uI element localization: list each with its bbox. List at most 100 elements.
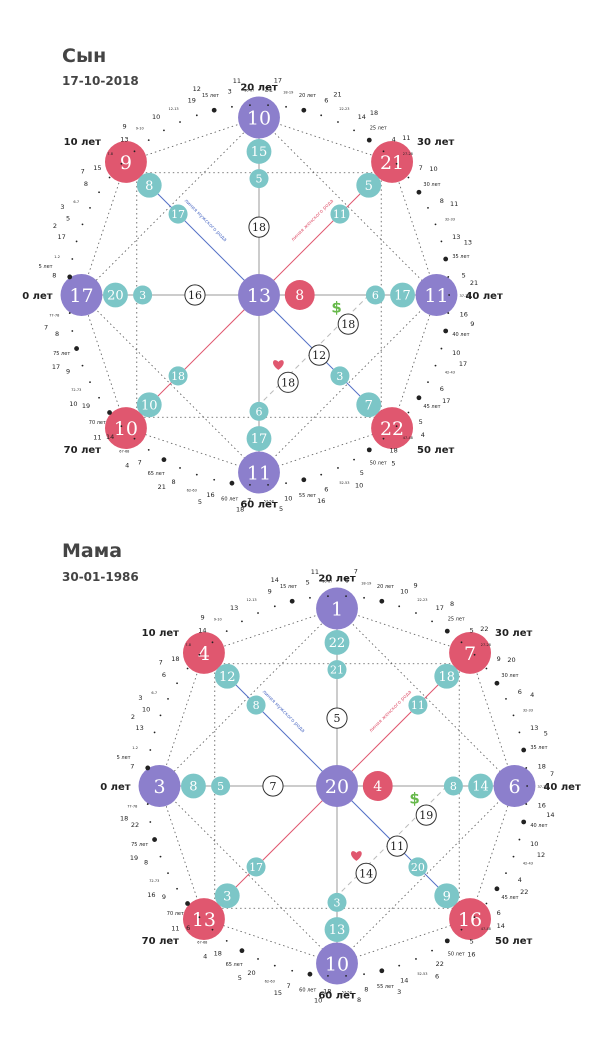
- ring-tick: [159, 855, 162, 858]
- age-label-0: 0 лет: [22, 291, 53, 302]
- ring-age-dot: [107, 410, 112, 415]
- ring-value: 1-2: [132, 746, 138, 750]
- ring-age-dot: [239, 948, 245, 954]
- inner2-tr-circle-label: 11: [411, 699, 425, 712]
- ring-value: 7: [247, 496, 251, 504]
- age-label-40: 40 лет: [543, 782, 581, 793]
- ring-value-2: 13: [464, 239, 472, 247]
- love-money-line: [258, 294, 370, 406]
- ring-value: 77-78: [127, 805, 137, 809]
- cross-circle-label: 11: [390, 840, 404, 853]
- inner1-tl-circle: [136, 172, 162, 198]
- ring-value-2: 7: [550, 770, 554, 778]
- outer-tr-circle-label: 7: [464, 643, 476, 665]
- ring-tick: [68, 312, 71, 314]
- inner1-br-circle: [356, 392, 382, 418]
- center-circle: [316, 765, 358, 807]
- ring-tick: [211, 928, 214, 931]
- ring-value: 5: [306, 578, 310, 586]
- ring-value: 67-68: [119, 449, 129, 453]
- ring-tick: [176, 682, 178, 685]
- ring-tick: [273, 605, 276, 608]
- inner1-top-circle: [324, 630, 350, 655]
- outer-bl-circle-label: 10: [114, 418, 138, 440]
- ring-tick: [267, 104, 269, 106]
- ring-tick: [512, 714, 515, 717]
- ring-value: 62-63: [265, 979, 275, 983]
- inner2-br-circle: [330, 366, 350, 386]
- ring-value: 12-13: [246, 598, 256, 602]
- inner2-left-circle-label: 3: [139, 289, 146, 302]
- ring-value-2: 14: [546, 811, 554, 819]
- ring-value: 7: [138, 459, 142, 467]
- ring-value: 15: [93, 164, 101, 172]
- ring-tick: [398, 605, 401, 608]
- outer-left-circle-label: 3: [153, 776, 165, 798]
- outer-tl-circle-label: 4: [198, 643, 210, 665]
- ring-value-2: 10: [355, 482, 363, 490]
- ring-value: 62-63: [187, 488, 197, 492]
- ring-age-dot: [152, 837, 157, 842]
- ring-age-dot: [521, 747, 527, 753]
- outer-tl-circle: [104, 140, 147, 183]
- inner1-bl-circle: [136, 392, 162, 418]
- heart-value-circle-label: 14: [359, 867, 373, 880]
- outer-br-circle-label: 16: [458, 909, 482, 931]
- ring-value: 13: [230, 604, 238, 612]
- inner1-top-circle-label: 22: [329, 636, 346, 651]
- ring-value: 8: [144, 858, 148, 866]
- inner2-bl-circle: [246, 857, 266, 877]
- ring-value: 17: [436, 604, 444, 612]
- ring-tick: [440, 347, 443, 350]
- inner1-right-circle-label: 14: [472, 780, 489, 795]
- age-label-10: 10 лет: [142, 628, 180, 639]
- ring-value: 22-23: [339, 107, 349, 111]
- ring-value: 16: [206, 491, 214, 499]
- ring-age-dot: [74, 346, 79, 351]
- cross-circle: [386, 835, 408, 857]
- ring-value-2: 5: [391, 459, 395, 467]
- ring-tick: [179, 467, 181, 469]
- ring-tick: [211, 641, 214, 644]
- ring-value: 10: [400, 588, 408, 596]
- ring-tick: [320, 473, 323, 476]
- ring-age-dot: [366, 447, 372, 453]
- ring-tick: [382, 437, 385, 440]
- ring-tick: [427, 381, 429, 384]
- ring-value-2: 15: [274, 989, 282, 997]
- ring-value-2: 5 лет: [39, 264, 53, 270]
- ring-tick: [485, 902, 488, 905]
- ring-tick: [345, 595, 347, 597]
- ring-value-2: 18: [236, 506, 244, 514]
- inner1-tl-circle-label: 12: [219, 670, 236, 685]
- center-right-circle-label: 4: [373, 779, 382, 795]
- money-circle: [337, 313, 359, 335]
- ring-value: 7-8: [185, 643, 191, 647]
- ring-age-dot: [289, 598, 295, 604]
- ring-value-2: 11: [402, 134, 410, 142]
- ring-value-2: 16: [317, 497, 325, 505]
- ring-tick: [198, 653, 201, 656]
- ring-tick: [395, 425, 398, 428]
- ring-value: 5: [419, 418, 423, 426]
- center-circle: [238, 274, 280, 316]
- outer-bottom-circle-label: 11: [247, 462, 271, 484]
- ring-value: 70 лет: [89, 420, 106, 426]
- ring-value: 7: [130, 762, 134, 770]
- ring-value: 55 лет: [377, 984, 394, 990]
- ring-value: 65 лет: [148, 471, 165, 477]
- inner1-bottom-circle: [324, 917, 350, 942]
- inner1-bottom-circle-label: 17: [251, 432, 268, 447]
- inner2-tl-circle: [246, 695, 266, 715]
- ring-value: 75 лет: [131, 842, 148, 848]
- ring-tick: [337, 467, 339, 469]
- ring-tick: [327, 975, 329, 977]
- ring-value: 15 лет: [280, 584, 297, 590]
- ring-tick: [518, 731, 521, 734]
- ring-tick: [149, 749, 152, 751]
- heart-icon: [273, 360, 284, 370]
- inner2-right-circle: [443, 776, 463, 796]
